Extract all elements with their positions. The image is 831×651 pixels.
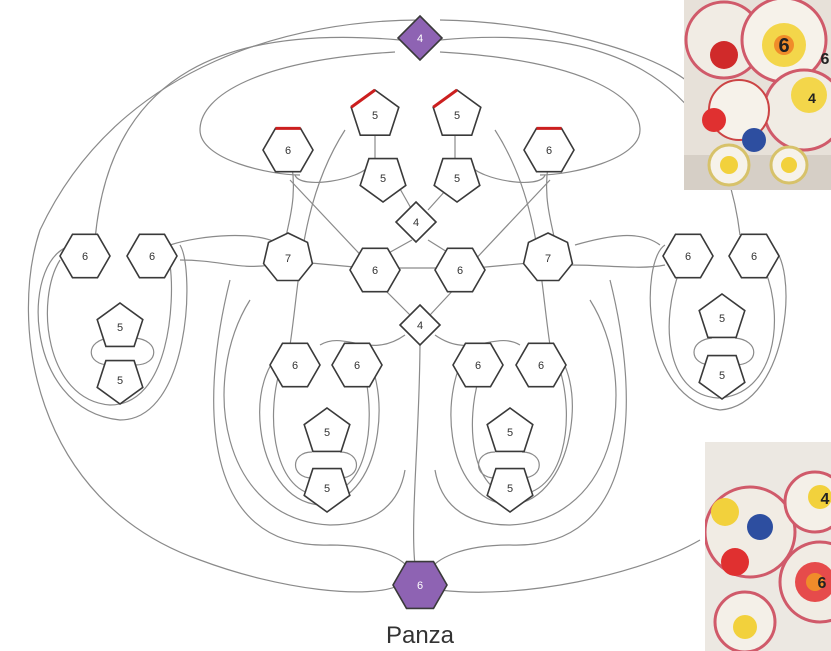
center-hex-right-label: 6 (457, 265, 463, 277)
bottom-hex: 6 (393, 562, 447, 609)
pent-top-right-label: 5 (454, 110, 460, 122)
connector-lines (28, 20, 786, 592)
hex-top-right: 6 (524, 128, 574, 171)
hex-top-right-label: 6 (546, 145, 552, 157)
photo-top-label-b: 6 (821, 51, 830, 68)
pent-top-left-label: 5 (372, 110, 378, 122)
hept-left-label: 7 (285, 253, 291, 265)
pent-inv-left-label: 5 (380, 173, 386, 185)
photo-top-right: 6 6 4 (684, 0, 831, 190)
lower-right-pent-a-label: 5 (507, 427, 513, 439)
far-right-pent-a-label: 5 (719, 313, 725, 325)
top-diamond-label: 4 (417, 33, 423, 45)
far-left-hex-a-label: 6 (82, 251, 88, 263)
photo-top-label-c: 4 (808, 90, 816, 106)
top-diamond: 4 (398, 16, 442, 60)
far-left-pent-a-label: 5 (117, 322, 123, 334)
far-left-hex-a: 6 (60, 234, 110, 277)
hex-top-left: 6 (263, 128, 313, 171)
center-diamond-lower-label: 4 (417, 320, 423, 332)
pent-inv-left: 5 (360, 159, 406, 202)
lower-left-hex-a-label: 6 (292, 360, 298, 372)
lower-left-hex-b-label: 6 (354, 360, 360, 372)
far-right-hex-a-label: 6 (685, 251, 691, 263)
hept-right: 7 (524, 233, 573, 281)
lower-right-pent-b: 5 (487, 469, 533, 512)
center-hex-left: 6 (350, 248, 400, 291)
center-hex-right: 6 (435, 248, 485, 291)
bottom-hex-label: 6 (417, 580, 423, 592)
photo-top-label-a: 6 (778, 35, 789, 57)
far-right-hex-b-label: 6 (751, 251, 757, 263)
far-left-hex-b: 6 (127, 234, 177, 277)
lower-right-pent-a: 5 (487, 408, 533, 451)
center-hex-left-label: 6 (372, 265, 378, 277)
lower-left-pent-a: 5 (304, 408, 350, 451)
far-left-pent-a: 5 (97, 303, 143, 346)
far-right-pent-b: 5 (699, 356, 745, 399)
lower-right-hex-a-label: 6 (475, 360, 481, 372)
photo-bottom-label-a: 4 (821, 491, 830, 508)
pent-top-left: 5 (351, 90, 399, 135)
far-left-hex-b-label: 6 (149, 251, 155, 263)
pent-inv-right-label: 5 (454, 173, 460, 185)
lower-left-pent-b-label: 5 (324, 483, 330, 495)
lower-left-hex-b: 6 (332, 343, 382, 386)
lower-left-pent-a-label: 5 (324, 427, 330, 439)
lower-left-pent-b: 5 (304, 469, 350, 512)
hept-right-label: 7 (545, 253, 551, 265)
photo-bottom-right: 4 6 (705, 442, 831, 651)
motif-shapes: 4 6 5 5 6 5 5 4 7 7 6 6 4 6 6 5 5 6 6 5 5 6 6 5 5 6 6 5 5 6 (60, 16, 779, 608)
lower-right-pent-b-label: 5 (507, 483, 513, 495)
pent-top-right: 5 (433, 90, 481, 135)
panza-caption: Panza (386, 622, 455, 649)
far-right-pent-a: 5 (699, 294, 745, 337)
lower-right-hex-b-label: 6 (538, 360, 544, 372)
far-right-hex-b: 6 (729, 234, 779, 277)
far-right-hex-a: 6 (663, 234, 713, 277)
hex-top-left-label: 6 (285, 145, 291, 157)
center-diamond-upper-label: 4 (413, 217, 419, 229)
lower-right-hex-a: 6 (453, 343, 503, 386)
photo-bottom-label-b: 6 (818, 575, 827, 592)
far-right-pent-b-label: 5 (719, 370, 725, 382)
far-left-pent-b-label: 5 (117, 375, 123, 387)
lower-right-hex-b: 6 (516, 343, 566, 386)
